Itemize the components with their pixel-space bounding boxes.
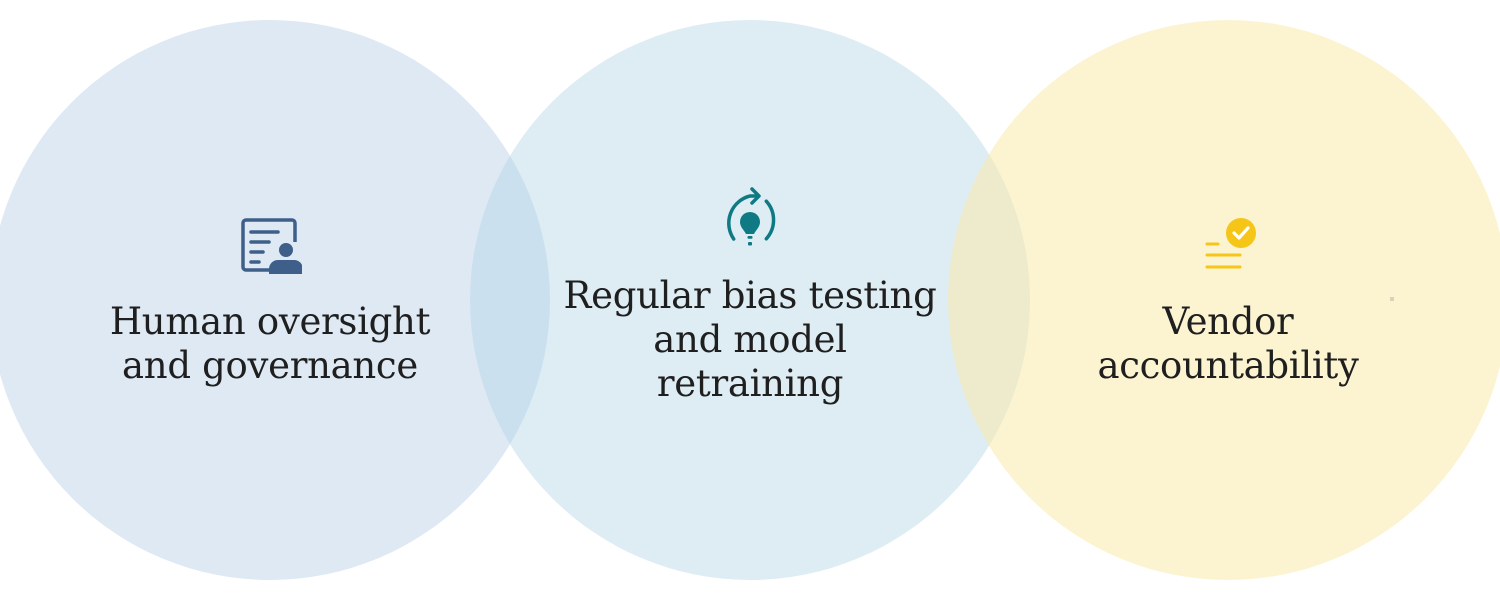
- label-line: Regular bias testing: [563, 274, 937, 317]
- circle-vendor-accountability: [948, 20, 1500, 580]
- node-label: Regular bias testing and model retrainin…: [564, 274, 937, 406]
- node-label: Human oversight and governance: [109, 300, 431, 388]
- checklist-check-icon: [1196, 214, 1260, 278]
- label-line: Human oversight: [109, 300, 431, 343]
- label-line: accountability: [1097, 344, 1359, 387]
- lightbulb-refresh-icon: [717, 186, 783, 258]
- circle-bias-testing: [470, 20, 1030, 580]
- node-human-oversight: Human oversight and governance: [100, 214, 440, 388]
- node-vendor-accountability: Vendor accountability: [1068, 214, 1388, 388]
- label-line: and model: [653, 318, 847, 361]
- circle-human-oversight: [0, 20, 550, 580]
- node-bias-testing: Regular bias testing and model retrainin…: [564, 186, 937, 406]
- label-line: Vendor: [1162, 300, 1294, 343]
- decorative-dot: [1390, 297, 1394, 301]
- node-label: Vendor accountability: [1097, 300, 1358, 388]
- label-line: and governance: [122, 344, 418, 387]
- document-person-icon: [238, 214, 303, 278]
- label-line: retraining: [656, 362, 844, 405]
